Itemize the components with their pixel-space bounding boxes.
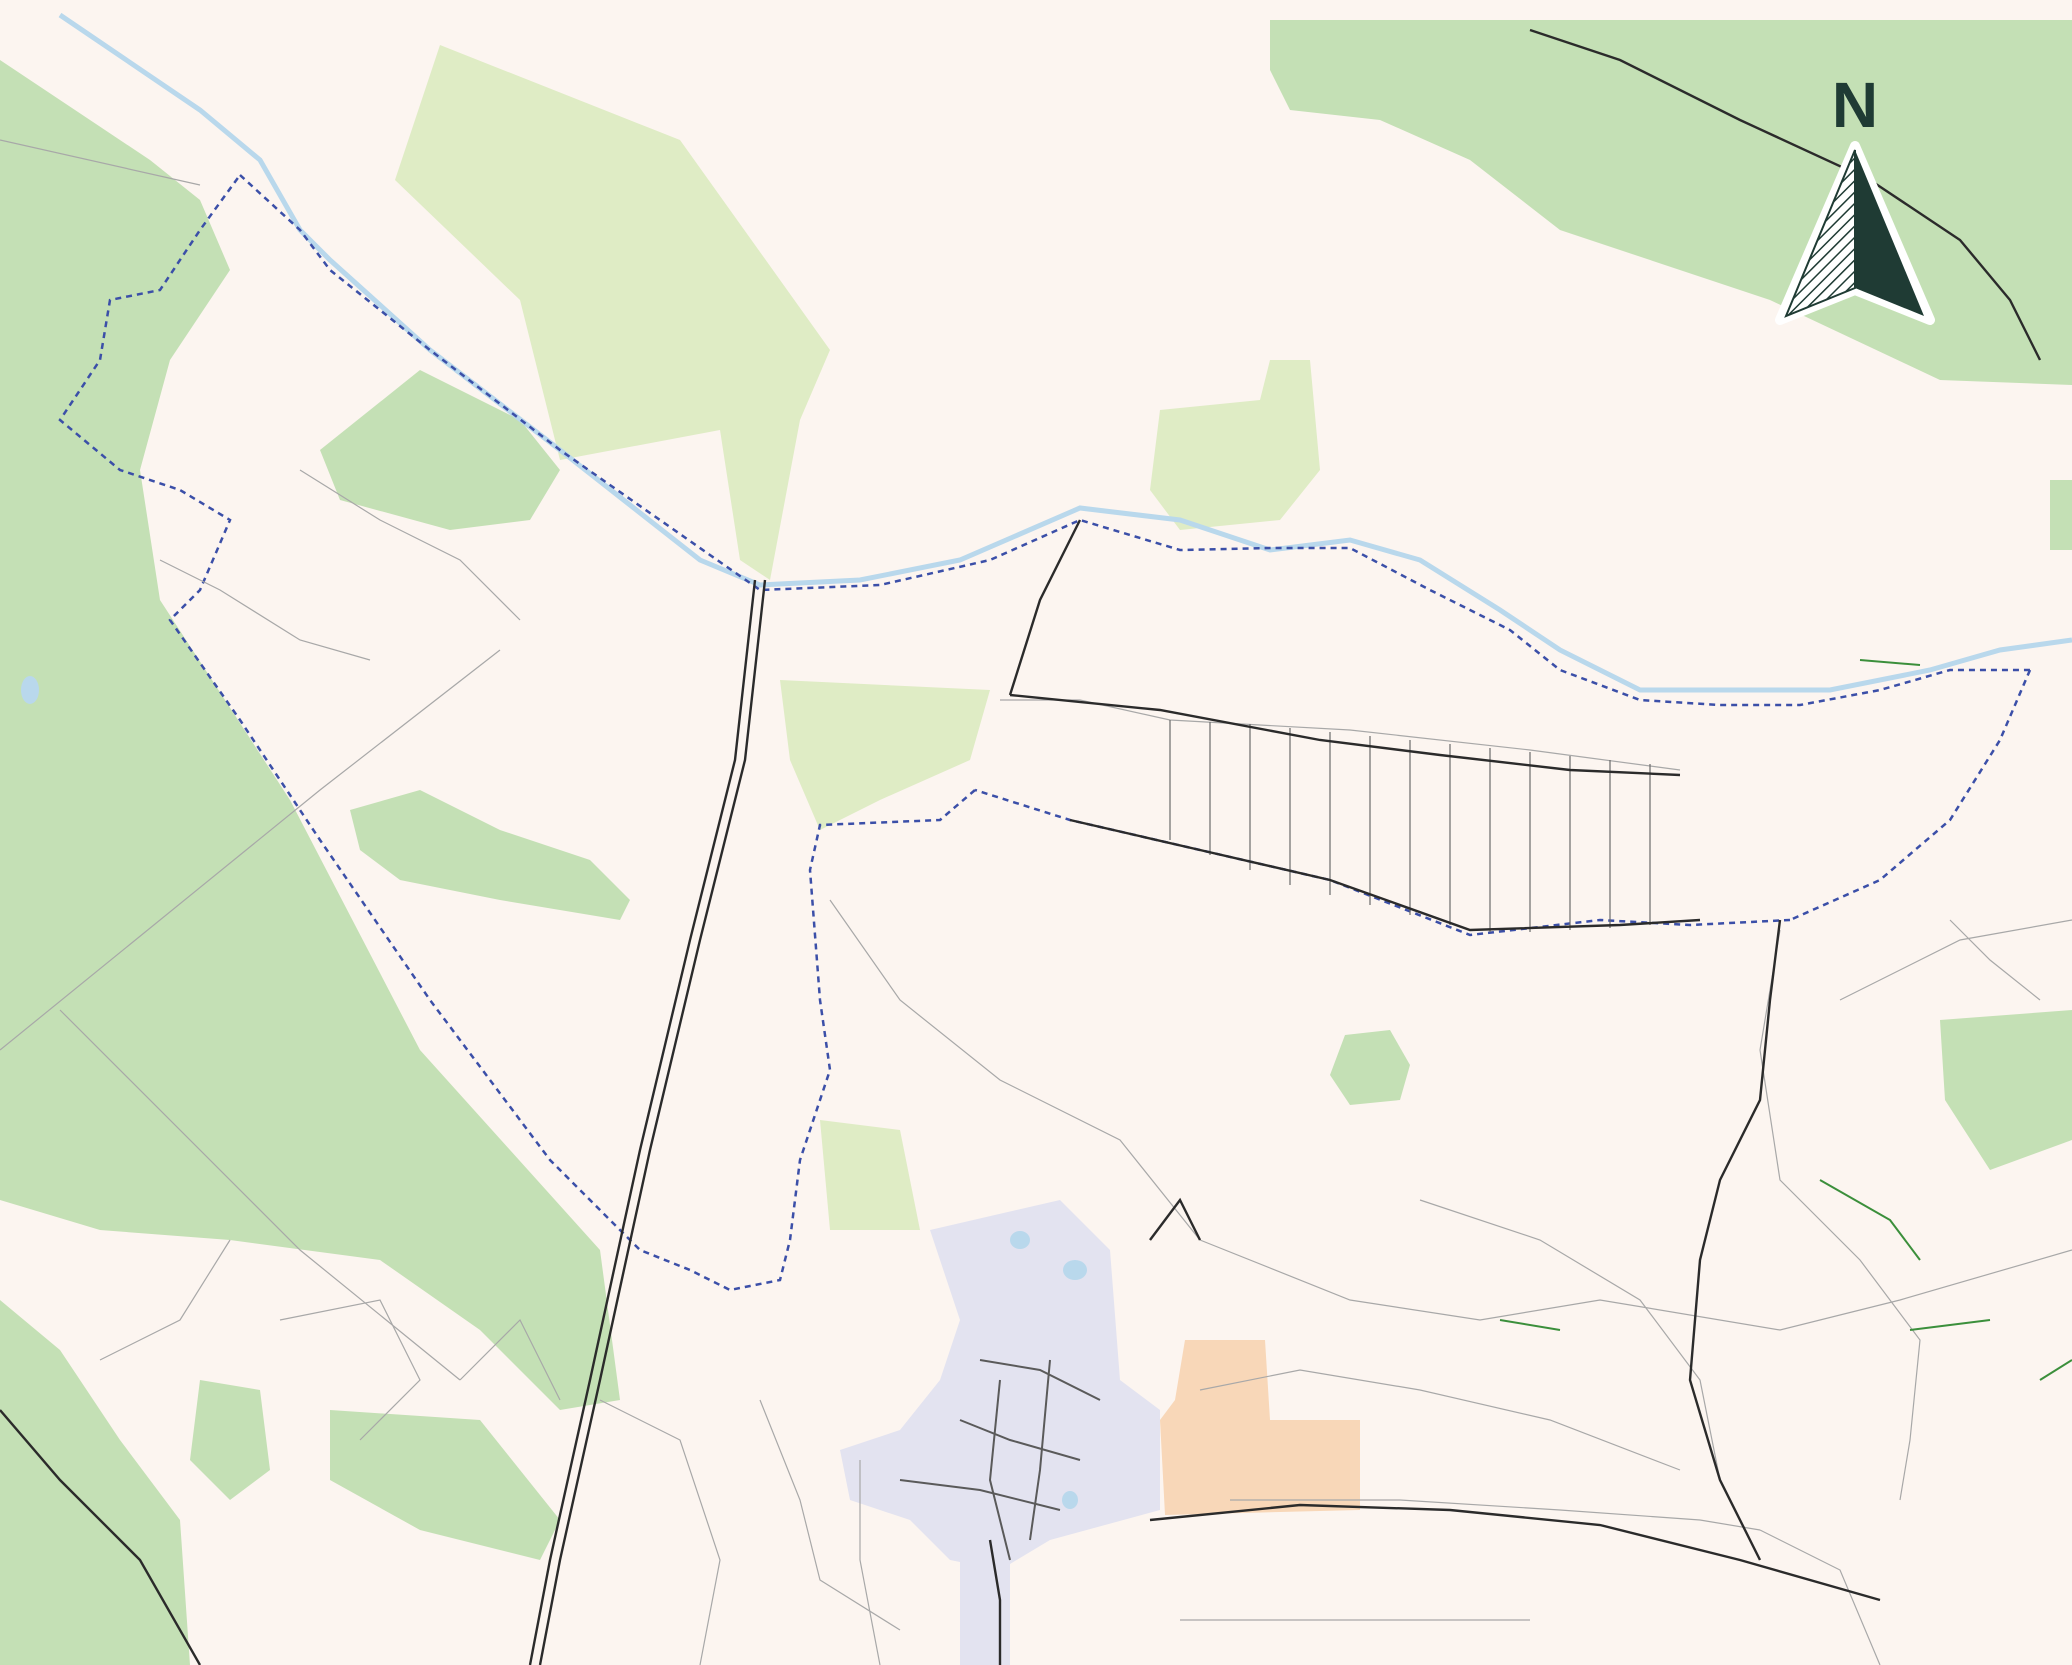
parcel-line [1759, 929, 1921, 1501]
parcel-line [299, 469, 521, 621]
village-pond-2 [1010, 1231, 1030, 1249]
road-north-south-parallel [538, 579, 767, 1665]
parcel-line [1949, 919, 2041, 1001]
road-north-south [528, 579, 757, 1665]
hedge [2039, 1359, 2072, 1381]
road-village-main [1149, 1503, 1881, 1602]
parcel-line [599, 1399, 721, 1665]
road-east-curve [1688, 919, 1782, 1561]
forest-west-big [0, 60, 620, 1410]
parcel-line [459, 1318, 561, 1401]
hedge [1499, 1319, 1561, 1331]
parcel-line [279, 1299, 421, 1441]
hedge [1859, 659, 1921, 666]
north-arrow-icon [1775, 141, 1935, 325]
road-village-south [988, 1539, 1002, 1665]
forest-patch-center [780, 680, 990, 830]
forest-east-mid [1940, 1010, 2072, 1170]
lake-west [21, 676, 39, 704]
forest-patch-north-center [395, 45, 830, 580]
parcel-line [859, 1460, 881, 1665]
boundary-north [239, 174, 2030, 707]
village-streets [899, 1359, 1101, 1561]
parcel-line [1199, 1369, 1681, 1471]
hedge [1909, 1319, 1991, 1331]
village-street [988, 1379, 1011, 1561]
forest-west-lower [0, 1300, 190, 1665]
road-sw-diagonal [0, 1409, 202, 1665]
north-label: N [1831, 69, 1879, 141]
parcel-line [99, 1239, 231, 1361]
village-street [959, 1419, 1081, 1461]
forest-center-round [1330, 1030, 1410, 1105]
forest-meadow-west-center [350, 790, 630, 920]
parcel-line [1759, 1529, 1881, 1665]
boundary-east [1789, 669, 2032, 922]
village-south [960, 1560, 1010, 1665]
village-pond-3 [1062, 1491, 1078, 1509]
parcel-line [1199, 1239, 2072, 1331]
parcel-line [1839, 919, 2072, 1001]
north-compass: N [1770, 70, 1940, 330]
boundary-inner [58, 174, 976, 1292]
parcel-line [829, 899, 1201, 1241]
road-field-south [1069, 818, 1701, 932]
road-east-west-north [1009, 693, 1681, 777]
hedge [1819, 1179, 1921, 1261]
forest-southwest-strip [330, 1410, 560, 1560]
village-pond [1063, 1260, 1087, 1280]
parcel-line [0, 649, 501, 1051]
hedge-lines [1499, 659, 2072, 1381]
parcel-line [0, 139, 201, 186]
parcel-line [1230, 1499, 1761, 1531]
water-features [21, 12, 2072, 1509]
village-street [979, 1359, 1101, 1401]
road-center-east [1149, 1197, 1202, 1241]
river [58, 12, 2072, 693]
road-field-west [1008, 519, 1082, 696]
forest-patch-northeast-small [1150, 360, 1320, 530]
parcel-line [759, 1399, 901, 1631]
striped-field-plots [1169, 720, 1651, 932]
industrial-zone [1160, 1340, 1360, 1515]
village-street [899, 1479, 1061, 1511]
forest-east-small [2050, 480, 2072, 550]
light-forest-areas [395, 45, 1320, 1230]
forest-upper-mid [320, 370, 560, 530]
parcel-line [159, 559, 371, 661]
parcel-line [1419, 1199, 1721, 1481]
forest-patch-village-west [820, 1120, 920, 1230]
settlement-area [840, 1200, 1360, 1665]
parcel-line [59, 1009, 461, 1381]
forest-south-block [190, 1380, 270, 1500]
village-street [1029, 1359, 1051, 1541]
